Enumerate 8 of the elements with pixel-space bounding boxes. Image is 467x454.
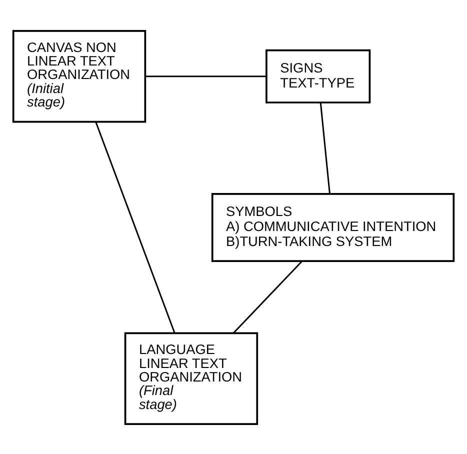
node-box: LANGUAGE LINEAR TEXT ORGANIZATION (Final stage): [124, 332, 258, 424]
node-box: SIGNS TEXT-TYPE: [266, 48, 371, 103]
connector: [233, 260, 302, 334]
node-box: CANVAS NON LINEAR TEXT ORGANIZATION (Initial stage): [12, 30, 146, 122]
connector: [95, 121, 176, 333]
connector: [146, 75, 266, 77]
connector: [320, 102, 330, 194]
node-box: SYMBOLS A) COMMUNICATIVE INTENTION B)TURN-TAKING SYSTEM: [211, 192, 455, 262]
